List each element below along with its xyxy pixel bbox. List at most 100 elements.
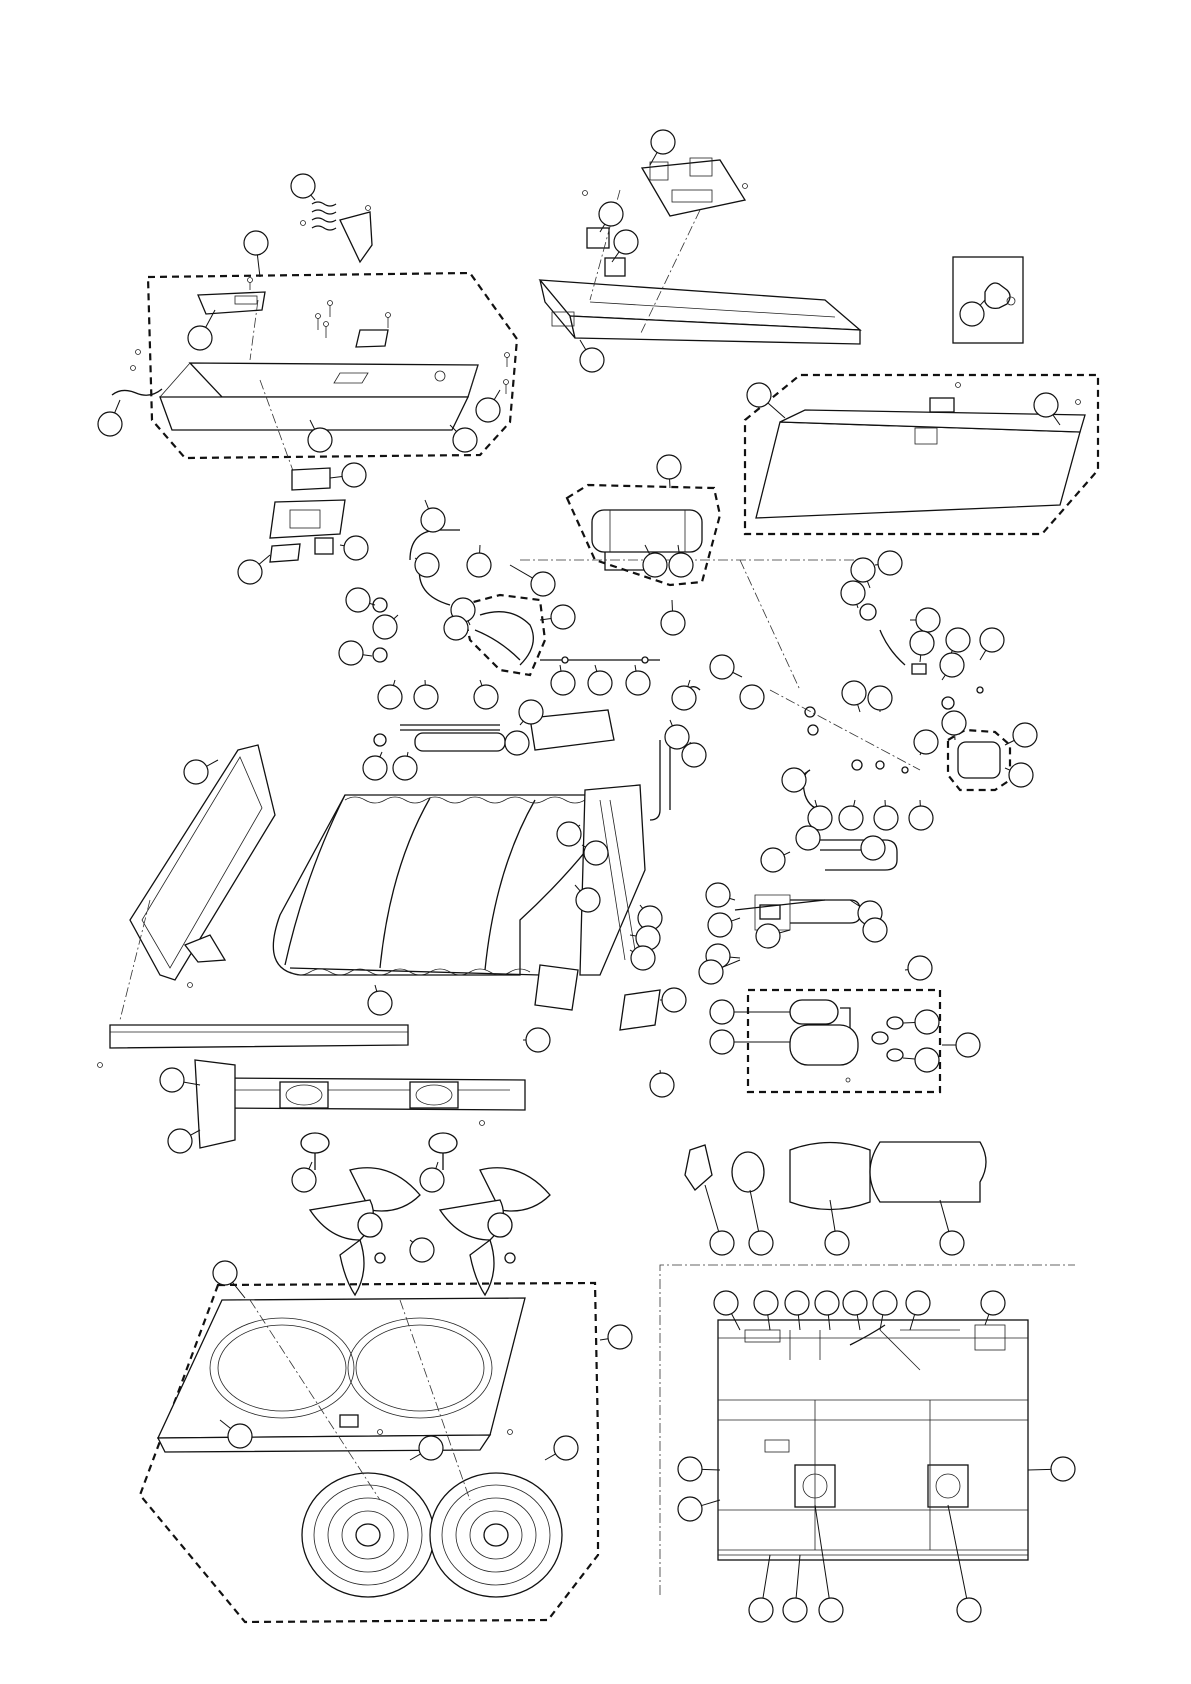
callout-circle-85 <box>710 1000 734 1024</box>
leader-line <box>903 1022 915 1023</box>
leader-line <box>815 800 817 806</box>
callout-circle-2 <box>291 174 315 198</box>
callout-circle-117 <box>1051 1457 1075 1481</box>
callout-circle-98 <box>710 1231 734 1255</box>
leader-line <box>520 721 523 725</box>
leader-line <box>980 650 986 660</box>
callout-circle-60 <box>682 743 706 767</box>
callout-circle-40 <box>710 655 734 679</box>
callout-circle-68 <box>584 841 608 865</box>
leader-line <box>340 545 344 546</box>
leader-line <box>702 1469 720 1470</box>
leader-line <box>309 1162 312 1169</box>
leader-line <box>867 581 870 588</box>
callout-circle-116 <box>678 1497 702 1521</box>
leader-line <box>393 680 395 685</box>
callout-circle-10 <box>1034 393 1058 417</box>
leader-line <box>375 985 377 991</box>
callout-circle-9 <box>747 383 771 407</box>
leader-line <box>259 555 270 564</box>
callout-circle-104 <box>228 1424 252 1448</box>
callout-circle-118 <box>749 1598 773 1622</box>
leader-line <box>630 935 636 936</box>
callout-circle-91 <box>160 1068 184 1092</box>
callout-circle-76 <box>708 913 732 937</box>
leader-line <box>600 1339 608 1340</box>
callout-circle-43 <box>414 685 438 709</box>
fan-grille-front-panel <box>140 1283 598 1622</box>
callout-circle-83 <box>699 960 723 984</box>
callout-circle-73 <box>706 883 730 907</box>
callout-circle-42 <box>378 685 402 709</box>
callout-circle-81 <box>756 924 780 948</box>
leader-line <box>425 500 429 509</box>
leader-line <box>407 752 408 756</box>
leader-line <box>330 476 342 478</box>
callout-circle-59 <box>184 760 208 784</box>
callout-circle-97 <box>410 1238 434 1262</box>
callout-circle-58 <box>393 756 417 780</box>
callout-circle-7 <box>960 302 984 326</box>
leader-line <box>650 152 657 165</box>
callout-circle-53 <box>942 711 966 735</box>
callout-circle-29 <box>346 588 370 612</box>
callout-circle-35 <box>946 628 970 652</box>
callout-circle-55 <box>665 725 689 749</box>
callout-circle-51 <box>1013 723 1037 747</box>
leader-line <box>731 918 740 921</box>
callout-circle-37 <box>980 628 1004 652</box>
callout-circle-89 <box>915 1048 939 1072</box>
callout-circle-99 <box>749 1231 773 1255</box>
callout-circle-8 <box>188 326 212 350</box>
callout-circle-48 <box>672 686 696 710</box>
leader-line <box>780 930 790 933</box>
leader-line <box>436 1162 438 1169</box>
leader-line <box>207 760 218 766</box>
leader-line <box>750 1190 759 1231</box>
leader-line <box>560 665 561 671</box>
callout-circle-12 <box>308 428 332 452</box>
callout-circle-102 <box>213 1261 237 1285</box>
callout-circle-13 <box>453 428 477 452</box>
callout-circle-27 <box>669 553 693 577</box>
callout-circle-64 <box>839 806 863 830</box>
compressor-assembly <box>748 990 940 1092</box>
callout-circle-54 <box>505 731 529 755</box>
callout-circle-92 <box>526 1028 550 1052</box>
callout-circle-3 <box>599 202 623 226</box>
leader-line <box>394 615 398 619</box>
leader-line <box>730 898 735 900</box>
callout-circle-38 <box>339 641 363 665</box>
callout-circle-26 <box>841 581 865 605</box>
callout-circle-86 <box>710 1030 734 1054</box>
callout-circle-15 <box>342 463 366 487</box>
leader-line <box>115 400 120 413</box>
leader-line <box>942 675 945 680</box>
callout-circle-41 <box>842 681 866 705</box>
callout-circle-14 <box>476 398 500 422</box>
callout-circle-65 <box>874 806 898 830</box>
callout-circle-107 <box>714 1291 738 1315</box>
leader-line <box>920 655 921 662</box>
leader-line <box>858 704 860 712</box>
callout-circle-16 <box>657 455 681 479</box>
callout-circle-112 <box>873 1291 897 1315</box>
leader-line <box>580 340 586 350</box>
callout-circle-95 <box>292 1168 316 1192</box>
leader-line <box>635 665 636 671</box>
leader-line <box>510 565 533 578</box>
leader-line <box>257 255 260 277</box>
callout-circle-52 <box>519 700 543 724</box>
callout-circle-44 <box>474 685 498 709</box>
callout-circle-87 <box>915 1010 939 1034</box>
leader-line <box>701 1500 720 1506</box>
callout-circle-56 <box>914 730 938 754</box>
leader-line <box>854 800 855 806</box>
callout-circle-114 <box>981 1291 1005 1315</box>
leader-line <box>903 1058 915 1059</box>
callout-circle-71 <box>761 848 785 872</box>
callout-circle-57 <box>363 756 387 780</box>
callout-circle-22 <box>415 553 439 577</box>
callout-circle-66 <box>909 806 933 830</box>
